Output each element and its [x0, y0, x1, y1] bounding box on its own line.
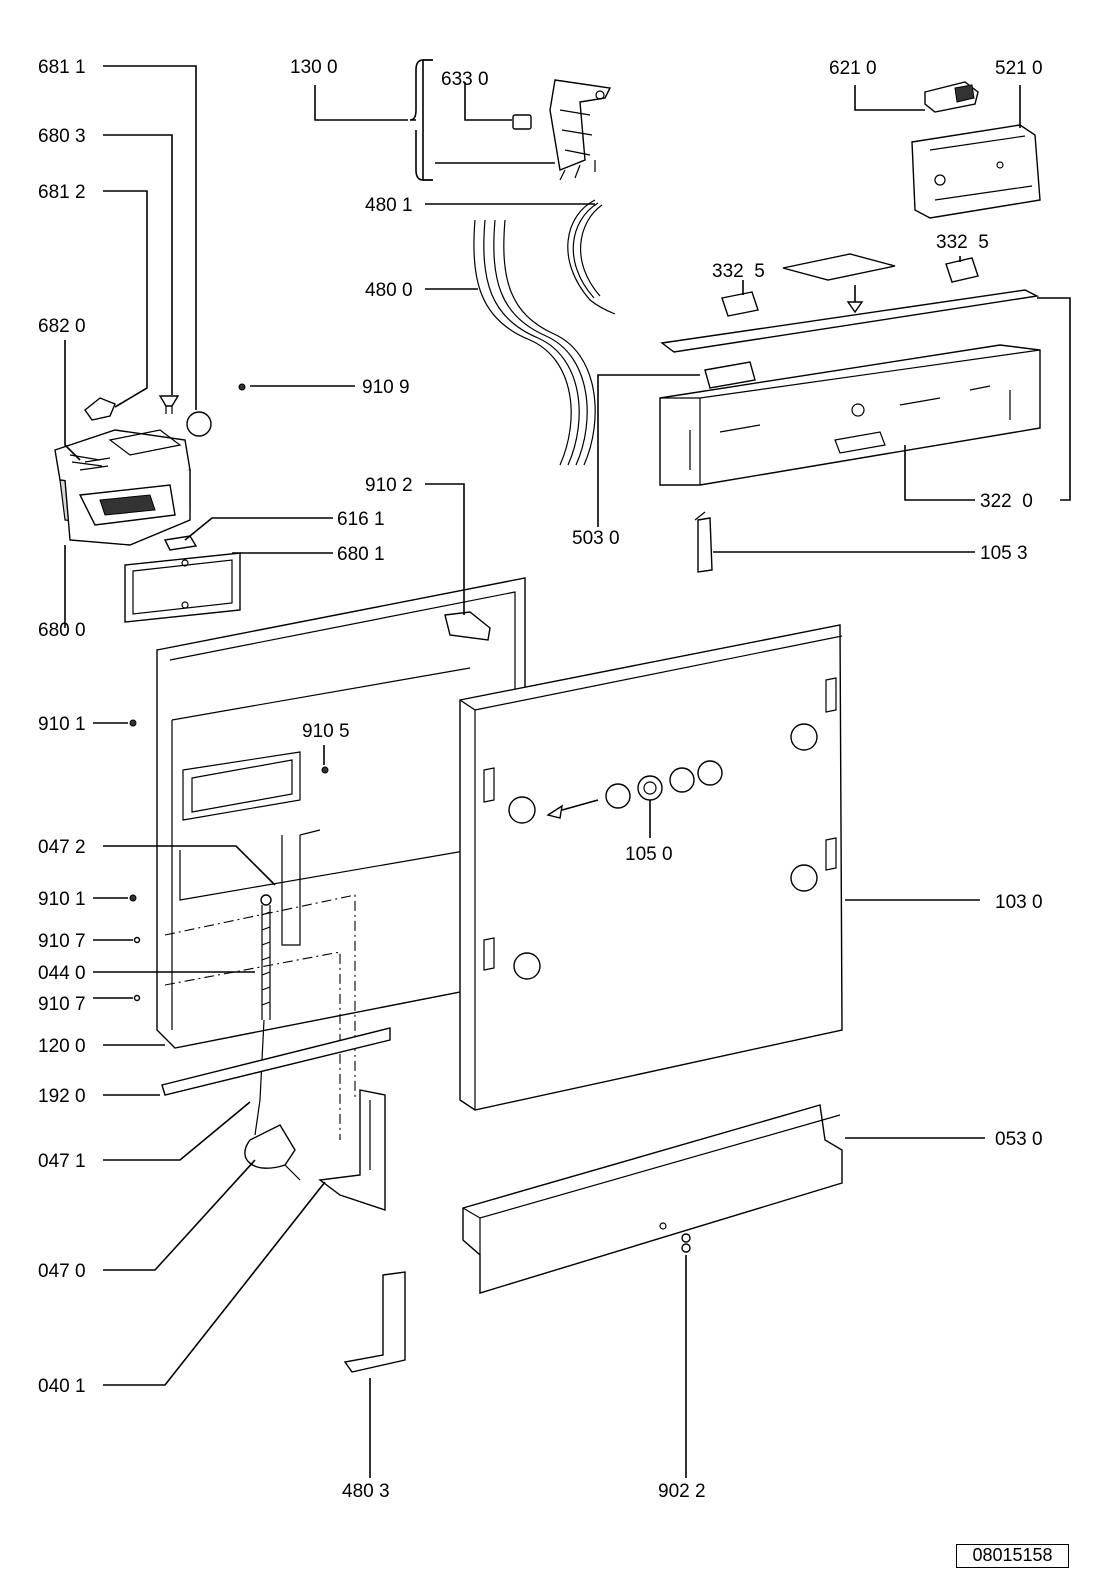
- pulley-047: [244, 1124, 301, 1181]
- label-633-0: 633 0: [441, 69, 489, 90]
- label-040-1: 040 1: [38, 1376, 86, 1397]
- reference-number: 08015158: [956, 1544, 1069, 1568]
- control-module-521: [911, 124, 1041, 219]
- leader-lines: [64, 59, 1071, 1478]
- door-latch-910-2: [444, 611, 491, 641]
- label-047-0: 047 0: [38, 1261, 86, 1282]
- bracket-681-2: [84, 397, 116, 421]
- label-681-1: 681 1: [38, 57, 86, 78]
- dashed-guides: [164, 894, 356, 1140]
- label-047-1: 047 1: [38, 1151, 86, 1172]
- feet-105: [605, 760, 723, 809]
- label-680-1: 680 1: [337, 544, 385, 565]
- label-680-0: 680 0: [38, 620, 86, 641]
- label-910-5: 910 5: [302, 721, 350, 742]
- arrow-left: [546, 799, 599, 819]
- bracket-105-3: [694, 511, 713, 573]
- screw-910-9: [238, 383, 246, 391]
- label-910-9: 910 9: [362, 377, 410, 398]
- part-labels: 681 1 680 3 681 2 682 0 680 0 616 1 680 …: [38, 57, 1043, 1502]
- screws: [129, 719, 329, 1002]
- label-192-0: 192 0: [38, 1086, 86, 1107]
- label-plate: [782, 253, 896, 281]
- label-616-1: 616 1: [337, 509, 385, 530]
- label-105-0: 105 0: [625, 844, 673, 865]
- l-bracket-480-3: [343, 1271, 406, 1373]
- label-682-0: 682 0: [38, 316, 86, 337]
- lid-part-682: [79, 457, 111, 471]
- round-cap-681-1: [186, 411, 212, 437]
- label-044-0: 044 0: [38, 963, 86, 984]
- label-053-0: 053 0: [995, 1129, 1043, 1150]
- screw-902: [681, 1233, 691, 1253]
- connector-621: [924, 81, 979, 113]
- bracket-040-1: [318, 1089, 386, 1211]
- control-panel-322: [659, 344, 1041, 486]
- wiring-harness-480-0: [473, 219, 596, 466]
- label-680-3: 680 3: [38, 126, 86, 147]
- label-503-0: 503 0: [572, 528, 620, 549]
- label-521-0: 521 0: [995, 58, 1043, 79]
- label-681-2: 681 2: [38, 182, 86, 203]
- label-902-2: 902 2: [658, 1481, 706, 1502]
- outer-door-103: [459, 624, 843, 1111]
- label-480-1: 480 1: [365, 195, 413, 216]
- bracket-503: [704, 361, 756, 389]
- spring-044: [260, 894, 272, 1020]
- label-910-2: 910 2: [365, 475, 413, 496]
- label-120-0: 120 0: [38, 1036, 86, 1057]
- kickplate-053: [462, 1104, 843, 1294]
- gasket-680-1: [124, 552, 241, 623]
- label-621-0: 621 0: [829, 58, 877, 79]
- hinge-plate-332-left: [721, 291, 759, 317]
- arrow-down: [846, 285, 864, 314]
- label-910-7-bottom: 910 7: [38, 994, 86, 1015]
- label-105-3: 105 3: [980, 543, 1028, 564]
- label-322-0: 322 0: [980, 491, 1033, 512]
- label-480-3: 480 3: [342, 1481, 390, 1502]
- label-047-2: 047 2: [38, 837, 86, 858]
- rail-192: [161, 1027, 391, 1096]
- wiring-harness-480-1: [567, 199, 616, 315]
- label-130-0: 130 0: [290, 57, 338, 78]
- label-103-0: 103 0: [995, 892, 1043, 913]
- label-332-5-left: 332 5: [712, 261, 765, 282]
- door-switch-633: [512, 114, 532, 130]
- label-910-7-top: 910 7: [38, 931, 86, 952]
- label-910-1-bottom: 910 1: [38, 889, 86, 910]
- label-480-0: 480 0: [365, 280, 413, 301]
- dispenser-assembly: [54, 429, 191, 546]
- spring-clip-680-3: [158, 395, 180, 414]
- small-lever-616-1: [163, 535, 198, 551]
- hinge-plate-332-right: [945, 257, 979, 283]
- cable-047-1: [254, 1019, 265, 1136]
- cover-strip: [660, 289, 1040, 353]
- label-332-5-right: 332 5: [936, 232, 989, 253]
- label-910-1-top: 910 1: [38, 714, 86, 735]
- door-switch-bracket: [549, 79, 612, 181]
